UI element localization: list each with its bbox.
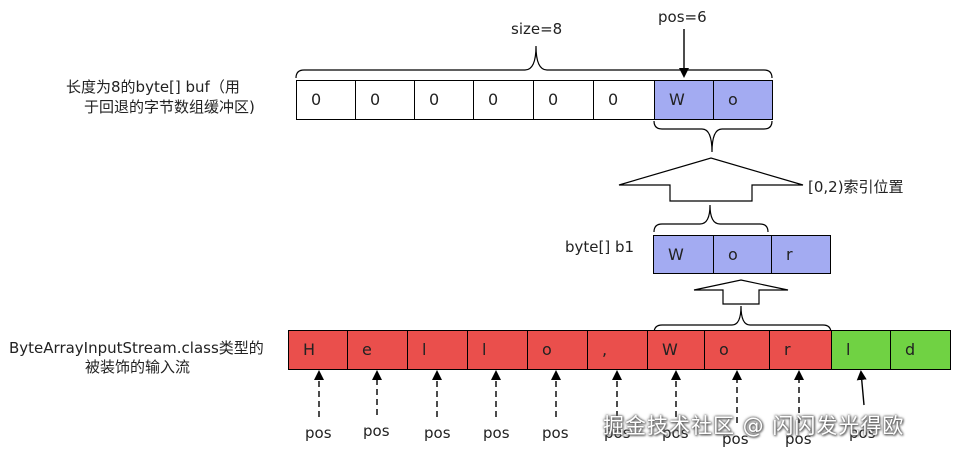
b1-cell-2: r xyxy=(771,235,831,274)
stream-label-line2: 被装饰的输入流 xyxy=(85,358,191,376)
buffer-cell-5: 0 xyxy=(593,80,655,120)
stream-cell-3: l xyxy=(467,330,528,370)
pos-label-2: pos xyxy=(424,424,451,442)
pos-label-0: pos xyxy=(305,424,332,442)
index-range-label: [0,2)索引位置 xyxy=(808,178,904,196)
buffer-cell-0: 0 xyxy=(296,80,356,120)
stream-top-brace xyxy=(653,305,832,334)
buffer-label-line2: 于回退的字节数组缓冲区) xyxy=(84,98,255,116)
stream-cell-8: r xyxy=(769,330,832,370)
pos-label-6: pos xyxy=(662,424,689,442)
buffer-label-line1: 长度为8的byte[] buf（用 xyxy=(66,78,240,96)
stream-cell-9: l xyxy=(831,330,891,370)
buffer-cell-4: 0 xyxy=(533,80,594,120)
pos-label: pos=6 xyxy=(658,8,707,26)
buffer-sub-brace xyxy=(653,120,773,153)
stream-cell-5: , xyxy=(587,330,648,370)
stream-cell-4: o xyxy=(527,330,588,370)
stream-label-line1: ByteArrayInputStream.class类型的 xyxy=(9,339,264,357)
stream-cell-2: l xyxy=(407,330,468,370)
lower-hollow-arrow xyxy=(693,279,789,305)
stream-cell-0: H xyxy=(288,330,348,370)
size-label: size=8 xyxy=(511,20,563,38)
b1-cell-1: o xyxy=(713,235,772,274)
buffer-cell-2: 0 xyxy=(414,80,474,120)
b1-label: byte[] b1 xyxy=(565,238,635,256)
buffer-cell-3: 0 xyxy=(473,80,534,120)
stream-cell-7: o xyxy=(704,330,770,370)
buffer-cell-1: 0 xyxy=(355,80,415,120)
pos-label-7: pos xyxy=(722,430,749,448)
pos-label-4: pos xyxy=(542,424,569,442)
b1-top-brace xyxy=(653,204,769,233)
stream-cell-1: e xyxy=(347,330,408,370)
pos-label-1: pos xyxy=(363,422,390,440)
buffer-cell-7: o xyxy=(713,80,773,120)
buffer-cell-6: W xyxy=(654,80,714,120)
pos-pointer-lines xyxy=(314,370,804,423)
current-pos-pointer xyxy=(856,370,867,406)
stream-cell-10: d xyxy=(890,330,951,370)
upper-hollow-arrow xyxy=(618,157,804,202)
pos-label-5: pos xyxy=(604,424,631,442)
b1-cell-0: W xyxy=(653,235,714,274)
watermark: 掘金技术社区 @ 闪闪发光得欧 xyxy=(603,414,905,438)
pos-label-8: pos xyxy=(785,430,812,448)
pos-label-9: pos xyxy=(849,424,876,442)
pos-label-3: pos xyxy=(483,424,510,442)
stream-cell-6: W xyxy=(647,330,705,370)
size-brace xyxy=(295,45,773,79)
